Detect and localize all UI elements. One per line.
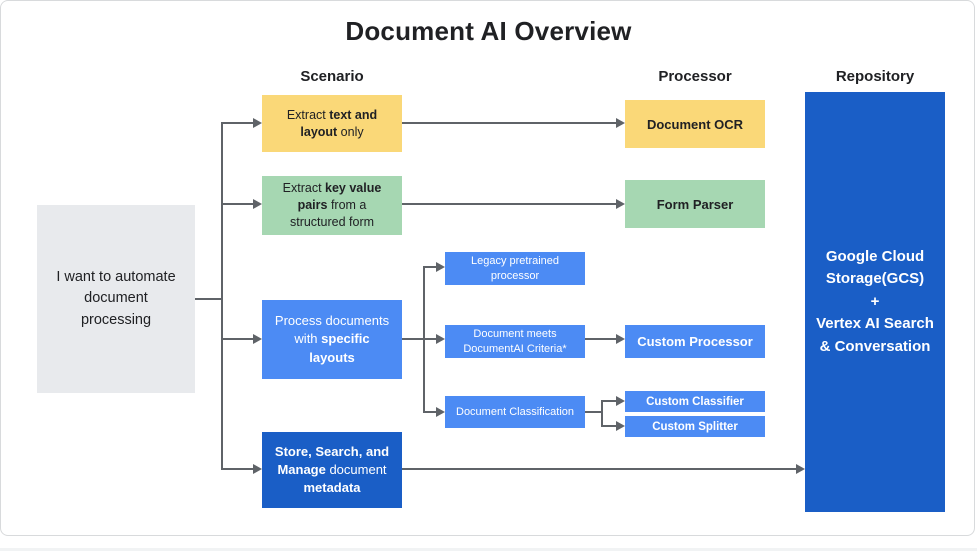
repository-line: Google Cloud Storage(GCS) [825, 247, 925, 288]
arrow-head-icon [616, 421, 625, 431]
arrow-head-icon [616, 199, 625, 209]
connector-line [601, 400, 616, 402]
arrow-head-icon [253, 118, 262, 128]
column-header-processor: Processor [658, 68, 732, 85]
node-intent: I want to automate document processing [37, 205, 195, 393]
connector-line [402, 203, 616, 205]
column-header-repository: Repository [835, 68, 915, 85]
arrow-head-icon [253, 199, 262, 209]
node-form-parser: Form Parser [625, 180, 765, 228]
node-custom-classifier: Custom Classifier [625, 391, 765, 412]
connector-line [221, 338, 254, 340]
connector-line [402, 468, 796, 470]
connector-line [402, 122, 616, 124]
node-specific-layouts: Process documents with specific layouts [262, 300, 402, 379]
connector-line [221, 122, 223, 470]
connector-line [423, 411, 436, 413]
connector-line [601, 425, 616, 427]
connector-line [601, 400, 603, 427]
connector-line [195, 298, 222, 300]
arrow-head-icon [253, 334, 262, 344]
node-extract-key-value: Extract key value pairs from a structure… [262, 176, 402, 235]
connector-line [585, 338, 616, 340]
connector-line [423, 266, 436, 268]
arrow-head-icon [436, 334, 445, 344]
node-document-classification: Document Classification [445, 396, 585, 428]
connector-line [402, 338, 425, 340]
arrow-head-icon [616, 118, 625, 128]
diagram-title: Document AI Overview [345, 16, 632, 46]
repository-line: + [870, 292, 880, 310]
node-custom-splitter: Custom Splitter [625, 416, 765, 437]
node-store-search-manage: Store, Search, and Manage document metad… [262, 432, 402, 508]
repository-line: Vertex AI Search & Conversation [816, 315, 934, 355]
node-document-ocr: Document OCR [625, 100, 765, 148]
node-repository-gcs-vertex: Google Cloud Storage(GCS) + Vertex AI Se… [805, 92, 945, 512]
arrow-head-icon [436, 262, 445, 272]
column-header-scenario: Scenario [300, 68, 364, 85]
arrow-head-icon [616, 334, 625, 344]
arrow-head-icon [796, 464, 805, 474]
node-extract-text-layout: Extract text and layout only [262, 95, 402, 152]
arrow-head-icon [616, 396, 625, 406]
connector-line [585, 411, 603, 413]
connector-line [221, 468, 254, 470]
node-legacy-pretrained: Legacy pretrained processor [445, 252, 585, 285]
arrow-head-icon [253, 464, 262, 474]
node-custom-processor: Custom Processor [625, 325, 765, 358]
node-documentai-criteria: Document meets DocumentAI Criteria* [445, 325, 585, 358]
arrow-head-icon [436, 407, 445, 417]
connector-line [423, 338, 436, 340]
page-bottom-strip [0, 548, 977, 551]
connector-line [221, 122, 254, 124]
connector-line [221, 203, 254, 205]
